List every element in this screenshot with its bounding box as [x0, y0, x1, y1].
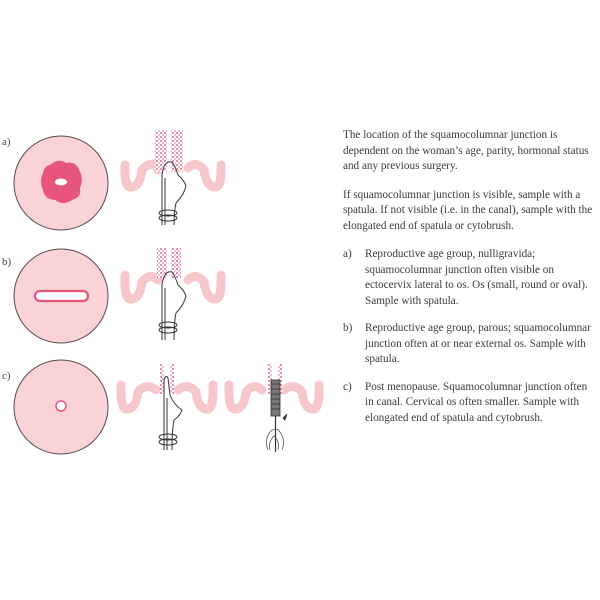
cervical-epithelium-band	[224, 380, 324, 414]
list-marker: a)	[343, 248, 352, 260]
row-c-cross-section-spatula	[116, 364, 218, 451]
instruction-paragraph: If squamocolumnar junction is visible, s…	[343, 188, 593, 232]
list-item-b: b) Reproductive age group, parous; squam…	[343, 321, 598, 368]
list-item-c: c) Post menopause. Squamocolumnar juncti…	[343, 380, 598, 427]
intro-paragraph: The location of the squamocolumnar junct…	[343, 129, 589, 172]
external-os	[55, 178, 67, 186]
row-a-cross-section	[120, 130, 226, 226]
columnar-epithelium-right	[171, 248, 181, 278]
spatula-icon	[158, 161, 187, 226]
row-a-cervix-face	[13, 135, 109, 231]
row-b-cervix-face	[13, 248, 109, 344]
row-c-cross-section-cytobrush	[224, 364, 324, 452]
spatula-elongated-end-icon	[158, 375, 183, 451]
slit-os	[33, 289, 90, 303]
columnar-epithelium-right	[170, 364, 174, 394]
list-item-a: a) Reproductive age group, nulligravida;…	[343, 247, 598, 309]
rotation-arrow-icon	[282, 413, 288, 421]
row-label-c: c)	[2, 370, 11, 382]
columnar-epithelium-right	[278, 364, 282, 394]
row-b-cross-section	[120, 248, 226, 341]
columnar-epithelium-right	[171, 130, 183, 172]
list-marker: b)	[343, 322, 353, 334]
spatula-icon	[158, 271, 187, 341]
list-marker: c)	[343, 380, 352, 393]
cervical-epithelium-band	[116, 380, 218, 414]
columnar-epithelium-left	[268, 364, 272, 394]
cytobrush-icon	[266, 379, 288, 452]
columnar-epithelium-left	[160, 364, 164, 394]
cervical-epithelium-band	[120, 270, 226, 304]
list-text: Reproductive age group, parous; squamoco…	[365, 322, 591, 365]
explanatory-text: The location of the squamocolumnar junct…	[343, 128, 598, 438]
columnar-epithelium-left	[155, 130, 167, 172]
row-label-a: a)	[2, 136, 11, 148]
cervical-epithelium-band	[120, 160, 226, 192]
row-label-b: b)	[2, 256, 12, 268]
columnar-epithelium-left	[157, 248, 167, 278]
list-text: Post menopause. Squamocolumnar junction …	[365, 380, 588, 424]
list-text: Reproductive age group, nulligravida; sq…	[365, 248, 588, 307]
row-c-cervix-face	[13, 359, 109, 455]
small-round-os	[55, 400, 67, 412]
cervix-diagrams	[13, 130, 324, 455]
